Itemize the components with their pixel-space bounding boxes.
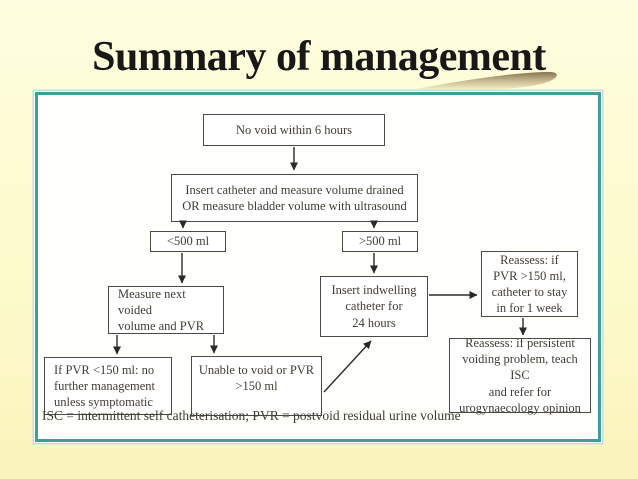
flow-node-reassess-1-week: Reassess: if PVR >150 ml, catheter to st…	[481, 251, 578, 317]
title-swoosh-decoration	[416, 72, 557, 91]
flow-node-under-500ml: <500 ml	[150, 231, 226, 252]
flow-node-indwelling-catheter: Insert indwelling catheter for 24 hours	[320, 276, 428, 337]
page-title: Summary of management	[92, 34, 546, 80]
flow-node-no-void: No void within 6 hours	[203, 114, 385, 146]
flow-node-reassess-teach-isc: Reassess: if persistent voiding problem,…	[449, 336, 591, 415]
legend-text: ISC = intermittent self catheterisation;…	[42, 408, 461, 423]
flow-node-measure-next-voided: Measure next voided volume and PVR	[108, 286, 224, 334]
flow-node-unable-to-void: Unable to void or PVR >150 ml	[191, 356, 322, 416]
flow-node-pvr-under-150: If PVR <150 ml: no further management un…	[44, 357, 172, 415]
flow-node-insert-catheter: Insert catheter and measure volume drain…	[171, 174, 418, 222]
flow-node-over-500ml: >500 ml	[342, 231, 418, 252]
